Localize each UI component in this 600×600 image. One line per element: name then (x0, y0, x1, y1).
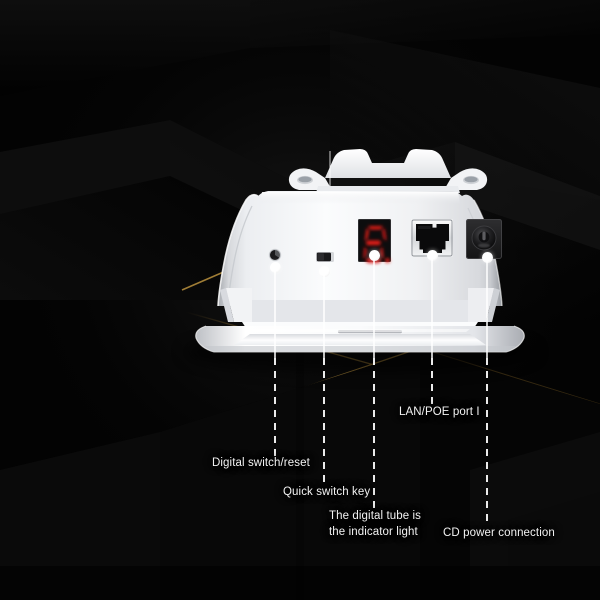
callout-label-power-line1: CD power connection (443, 527, 555, 539)
callout-label-switch-line1: Quick switch key (283, 486, 371, 498)
callout-dot-display (368, 250, 380, 261)
leader-solid-switch (323, 272, 325, 358)
callout-label-power: CD power connection (443, 526, 555, 542)
callout-label-reset: Digital switch/reset (212, 456, 310, 472)
leader-line-power (486, 358, 488, 526)
callout-label-lan-line1: LAN/POE port I (399, 406, 480, 418)
leader-line-display (373, 358, 375, 510)
callout-label-lan: LAN/POE port I (399, 405, 480, 421)
callout-label-switch: Quick switch key (283, 485, 370, 501)
callout-label-display: The digital tube is the indicator light (329, 509, 449, 540)
device-base (195, 288, 525, 353)
reset-pinhole (268, 248, 282, 262)
leader-line-switch (323, 358, 325, 486)
callout-dot-power (481, 252, 493, 263)
leader-line-reset (274, 358, 276, 458)
leader-solid-reset (274, 268, 276, 358)
wall-mount-bracket (288, 149, 488, 193)
leader-solid-power (486, 258, 488, 358)
callout-dot-switch (318, 266, 330, 277)
callout-dot-reset (269, 262, 281, 273)
quick-switch (316, 252, 334, 262)
dc-power-jack (466, 219, 502, 259)
leader-solid-lan (431, 256, 433, 358)
callout-label-display-line2: the indicator light (329, 525, 418, 538)
leader-line-lan (431, 358, 433, 406)
callout-label-display-line1: The digital tube is (329, 510, 422, 522)
leader-solid-display (373, 256, 375, 358)
seven-segment-display (358, 219, 391, 263)
callout-dot-lan (426, 250, 438, 261)
callout-label-reset-line1: Digital switch/reset (212, 457, 310, 469)
rj45-lan-poe-port (411, 219, 453, 257)
